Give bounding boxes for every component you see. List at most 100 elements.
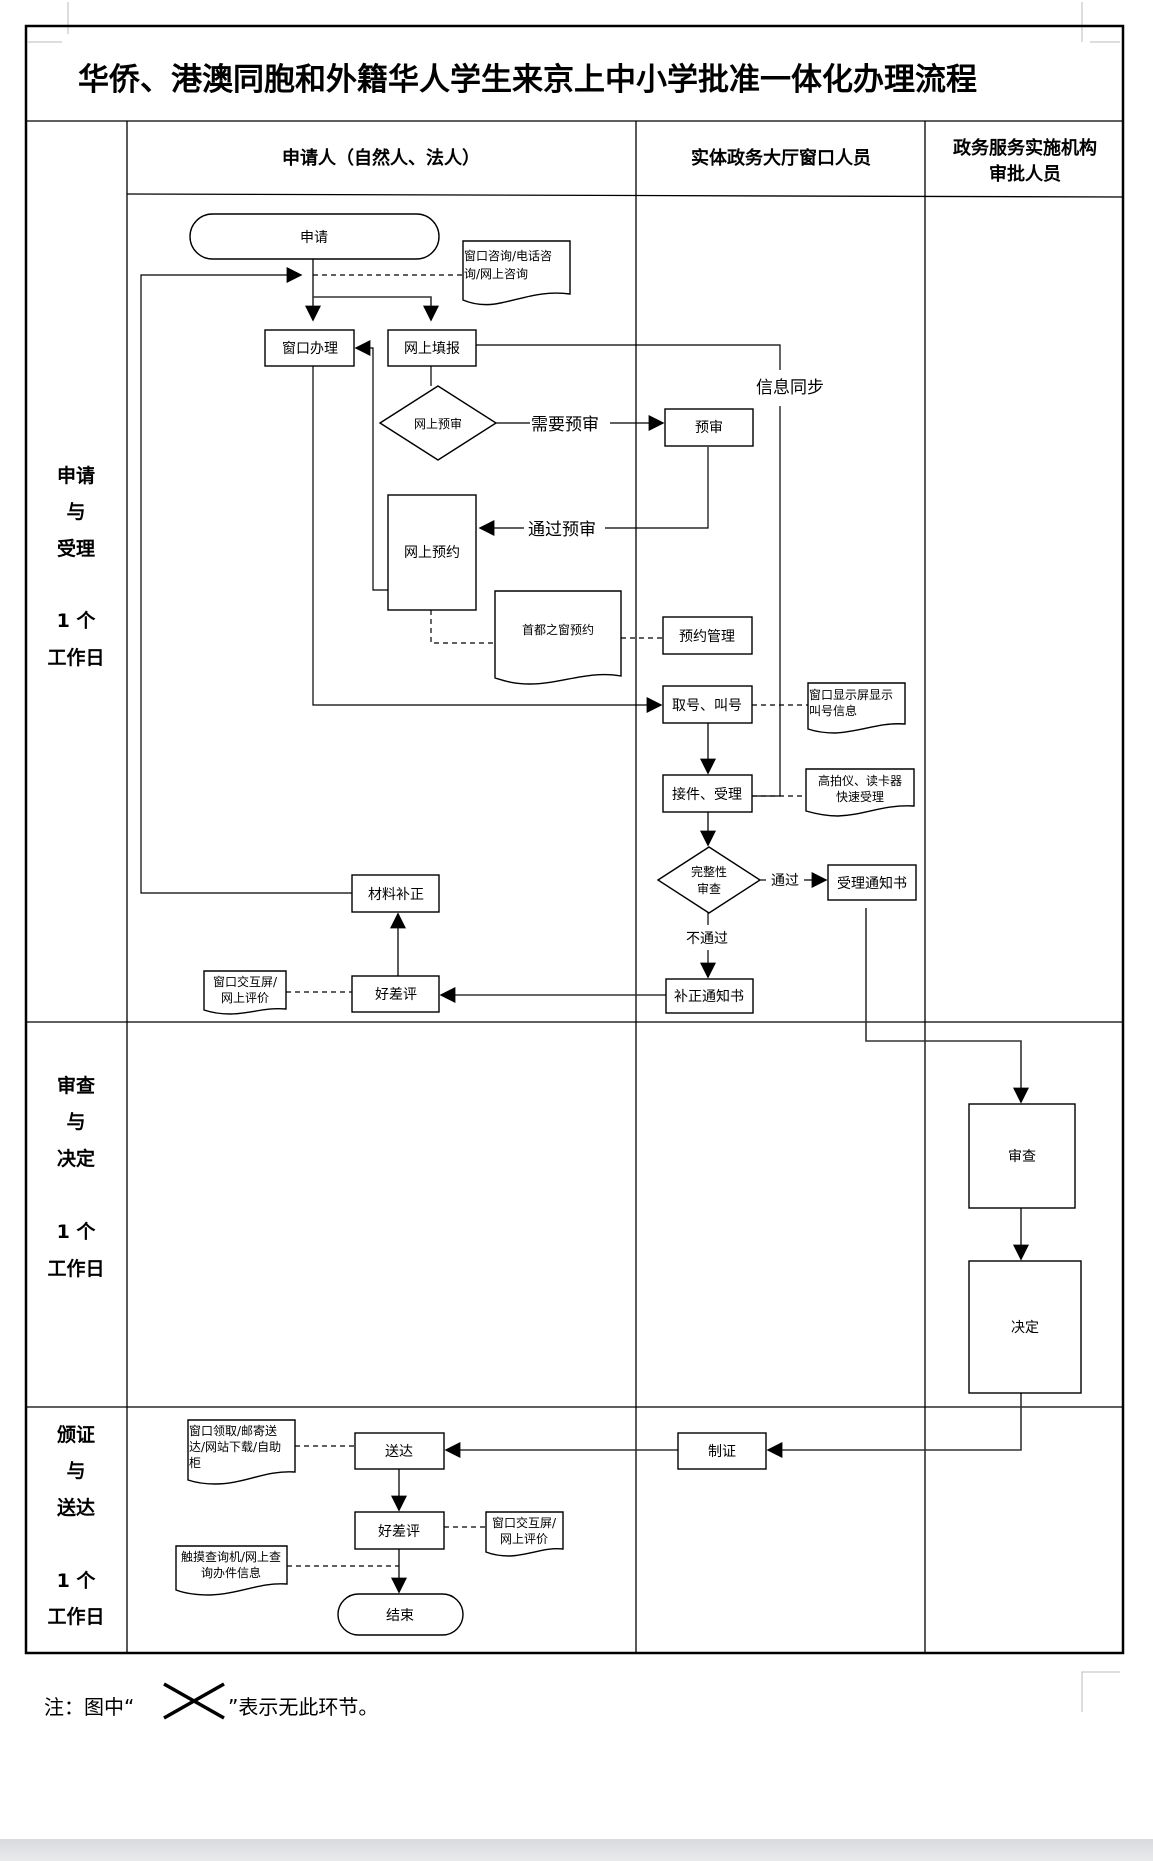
doc-consult: 窗口咨询/电话咨 询/网上咨询 [462, 240, 571, 306]
node-label: 窗口办理 [282, 340, 338, 357]
doc-label: 网上评价 [221, 991, 269, 1005]
doc-query: 触摸查询机/网上查 询办件信息 [175, 1545, 288, 1596]
node-online-fill: 网上填报 [387, 329, 477, 367]
lane-header-approver-line2: 审批人员 [989, 163, 1061, 185]
doc-capital-window-booking: 首都之窗预约 [494, 590, 622, 685]
doc-label: 达/网站下载/自助 [189, 1440, 281, 1454]
lane-header-approver-line1: 政务服务实施机构 [953, 137, 1097, 159]
edge-label-need-precheck: 需要预审 [531, 415, 599, 435]
crop-mark [1081, 1671, 1120, 1712]
connector [605, 447, 709, 529]
phase-label-issue: 颁证 与 送达 1 个 工作日 [47, 1423, 104, 1628]
doc-rating-2: 窗口交互屏/ 网上评价 [485, 1511, 564, 1557]
node-label: 好差评 [375, 987, 417, 1003]
decision-label: 审查 [697, 881, 721, 896]
node-decision: 决定 [968, 1260, 1082, 1394]
connector [312, 366, 663, 713]
node-label: 好差评 [378, 1524, 420, 1540]
node-apply: 申请 [189, 213, 440, 260]
node-review: 审查 [968, 1103, 1076, 1209]
node-rating-1: 好差评 [351, 975, 440, 1013]
crop-mark [1081, 2, 1120, 43]
phase-label-accept: 申请 与 受理 1 个 工作日 [47, 464, 104, 669]
doc-label: 快速受理 [836, 790, 884, 804]
connector [865, 908, 1029, 1104]
decision-completeness: 完整性 审查 [656, 846, 762, 914]
node-label: 结束 [386, 1608, 414, 1624]
node-accept-notice: 受理通知书 [827, 864, 917, 901]
node-label: 送达 [385, 1444, 413, 1460]
phase-name: 送达 [57, 1496, 95, 1519]
doc-label: 高拍仪、读卡器 [818, 773, 902, 788]
phase-name: 申请 [57, 464, 95, 487]
phase-label-review: 审查 与 决定 1 个 工作日 [47, 1074, 104, 1280]
note-prefix: 注：图中“ [44, 1695, 134, 1719]
node-label: 取号、叫号 [672, 698, 742, 714]
edge-label-info-sync: 信息同步 [756, 378, 824, 398]
node-supplement-notice: 补正通知书 [665, 978, 754, 1014]
phase-duration: 工作日 [47, 1257, 104, 1280]
connector-info-sync [752, 406, 781, 797]
node-label: 预约管理 [679, 629, 735, 645]
window-bottom-bar [0, 1839, 1153, 1861]
node-material-supplement: 材料补正 [351, 874, 440, 913]
edge-label-pass: 通过 [771, 873, 799, 889]
dashed-link [430, 610, 495, 644]
node-label: 补正通知书 [674, 988, 744, 1005]
cross-icon [163, 1682, 225, 1720]
lane-header-applicant: 申请人（自然人、法人） [282, 147, 480, 169]
node-deliver: 送达 [354, 1432, 445, 1470]
edge-label-fail: 不通过 [686, 931, 728, 947]
node-label: 网上预约 [404, 545, 460, 561]
doc-label: 柜 [189, 1456, 201, 1470]
phase-name: 与 [66, 1460, 85, 1482]
connector-loop [140, 267, 352, 894]
phase-name: 受理 [57, 537, 95, 560]
node-online-booking: 网上预约 [387, 494, 477, 611]
header-divider [126, 193, 1124, 198]
crop-mark [28, 2, 69, 43]
decision-online-precheck: 网上预审 [378, 385, 498, 461]
node-label: 申请 [300, 230, 328, 246]
doc-label: 窗口交互屏/ [492, 1515, 557, 1530]
phase-duration: 1 个 [57, 1221, 97, 1243]
node-receive-accept: 接件、受理 [662, 774, 753, 813]
connector-info-sync [476, 344, 781, 370]
doc-label: 窗口显示屏显示 [809, 688, 893, 702]
node-label: 制证 [708, 1444, 736, 1460]
node-take-number: 取号、叫号 [662, 685, 753, 724]
doc-deliver: 窗口领取/邮寄送 达/网站下载/自助 柜 [187, 1419, 296, 1485]
connector [313, 296, 439, 322]
doc-label: 触摸查询机/网上查 [181, 1550, 281, 1564]
node-label: 材料补正 [368, 887, 424, 903]
doc-label: 叫号信息 [809, 703, 857, 718]
doc-display: 窗口显示屏显示 叫号信息 [807, 682, 906, 734]
doc-label: 询/网上咨询 [464, 266, 528, 281]
doc-rating-1: 窗口交互屏/ 网上评价 [203, 970, 287, 1015]
decision-label: 完整性 [691, 864, 727, 879]
phase-duration: 工作日 [47, 1605, 104, 1628]
node-label: 网上填报 [404, 341, 460, 357]
doc-label: 询办件信息 [201, 1565, 261, 1580]
doc-label: 网上评价 [500, 1532, 548, 1546]
phase-duration: 工作日 [47, 646, 104, 669]
doc-label: 窗口交互屏/ [213, 974, 278, 989]
phase-duration: 1 个 [57, 610, 97, 632]
note-suffix: ”表示无此环节。 [228, 1695, 378, 1719]
phase-name: 审查 [57, 1074, 96, 1097]
phase-name: 与 [66, 1111, 85, 1133]
phase-name: 与 [66, 501, 85, 523]
doc-scanner: 高拍仪、读卡器 快速受理 [805, 768, 915, 817]
page-title: 华侨、港澳同胞和外籍华人学生来京上中小学批准一体化办理流程 [78, 62, 977, 98]
node-rating-2: 好差评 [354, 1511, 445, 1550]
node-label: 预审 [695, 420, 723, 436]
doc-label: 窗口咨询/电话咨 [464, 248, 552, 263]
node-end: 结束 [337, 1593, 464, 1636]
node-window-handle: 窗口办理 [264, 329, 355, 367]
node-label: 审查 [1008, 1149, 1036, 1165]
edge-label-pass-precheck: 通过预审 [528, 520, 596, 540]
node-booking-mgmt: 预约管理 [662, 616, 753, 655]
doc-label: 首都之窗预约 [522, 622, 594, 637]
connector [354, 340, 388, 591]
